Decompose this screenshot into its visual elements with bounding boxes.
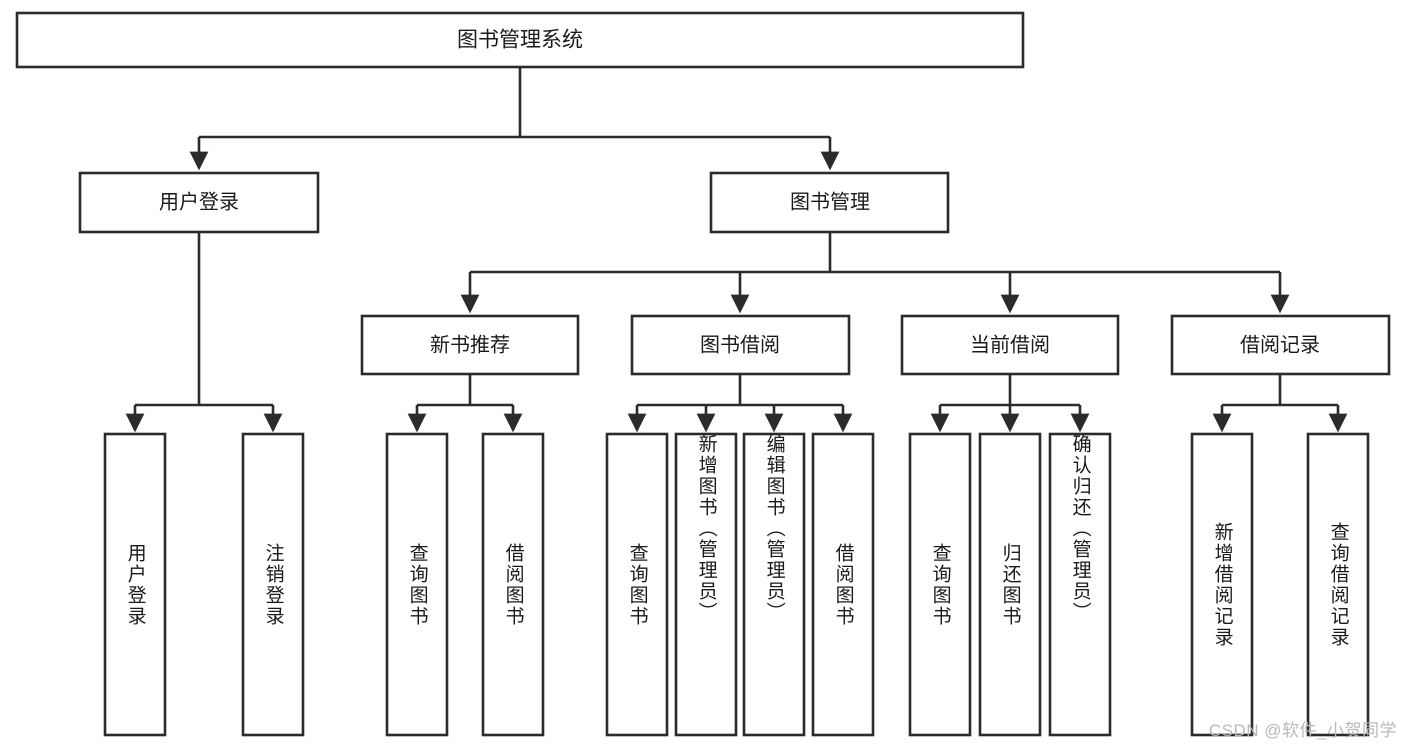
node-box-leaf-confirm-return-admin[interactable] [1048, 432, 1112, 737]
node-box-leaf-query-book-current[interactable] [908, 432, 972, 737]
node-box-new-book-recommend[interactable] [360, 314, 580, 376]
node-box-leaf-return-book[interactable] [978, 432, 1042, 737]
label-new-book-recommend: 新书推荐 [430, 333, 510, 356]
watermark: CSDN @软件_小贺同学 [1208, 721, 1397, 740]
node-box-current-borrow[interactable] [900, 314, 1120, 376]
node-box-leaf-user-login[interactable] [103, 432, 167, 737]
label-book-borrow: 图书借阅 [700, 333, 780, 356]
label-root: 图书管理系统 [457, 29, 583, 52]
label-borrow-record: 借阅记录 [1240, 333, 1320, 356]
label-book-management: 图书管理 [790, 190, 870, 213]
node-box-leaf-query-borrow-record[interactable] [1306, 432, 1370, 737]
node-box-borrow-record[interactable] [1170, 314, 1391, 376]
node-box-leaf-add-book-admin[interactable] [674, 432, 738, 737]
node-box-leaf-query-book-borrow[interactable] [605, 432, 669, 737]
node-box-root[interactable] [15, 11, 1025, 69]
label-current-borrow: 当前借阅 [970, 333, 1050, 356]
node-box-book-borrow[interactable] [630, 314, 851, 376]
node-box-book-management[interactable] [709, 171, 950, 234]
node-box-leaf-borrow-book-recommend[interactable] [481, 432, 545, 737]
node-box-leaf-edit-book-admin[interactable] [742, 432, 806, 737]
node-box-leaf-borrow-book[interactable] [811, 432, 875, 737]
node-box-leaf-query-book-recommend[interactable] [385, 432, 449, 737]
label-user-login: 用户登录 [159, 190, 239, 213]
node-box-leaf-logout[interactable] [241, 432, 305, 737]
node-box-leaf-add-borrow-record[interactable] [1190, 432, 1254, 737]
